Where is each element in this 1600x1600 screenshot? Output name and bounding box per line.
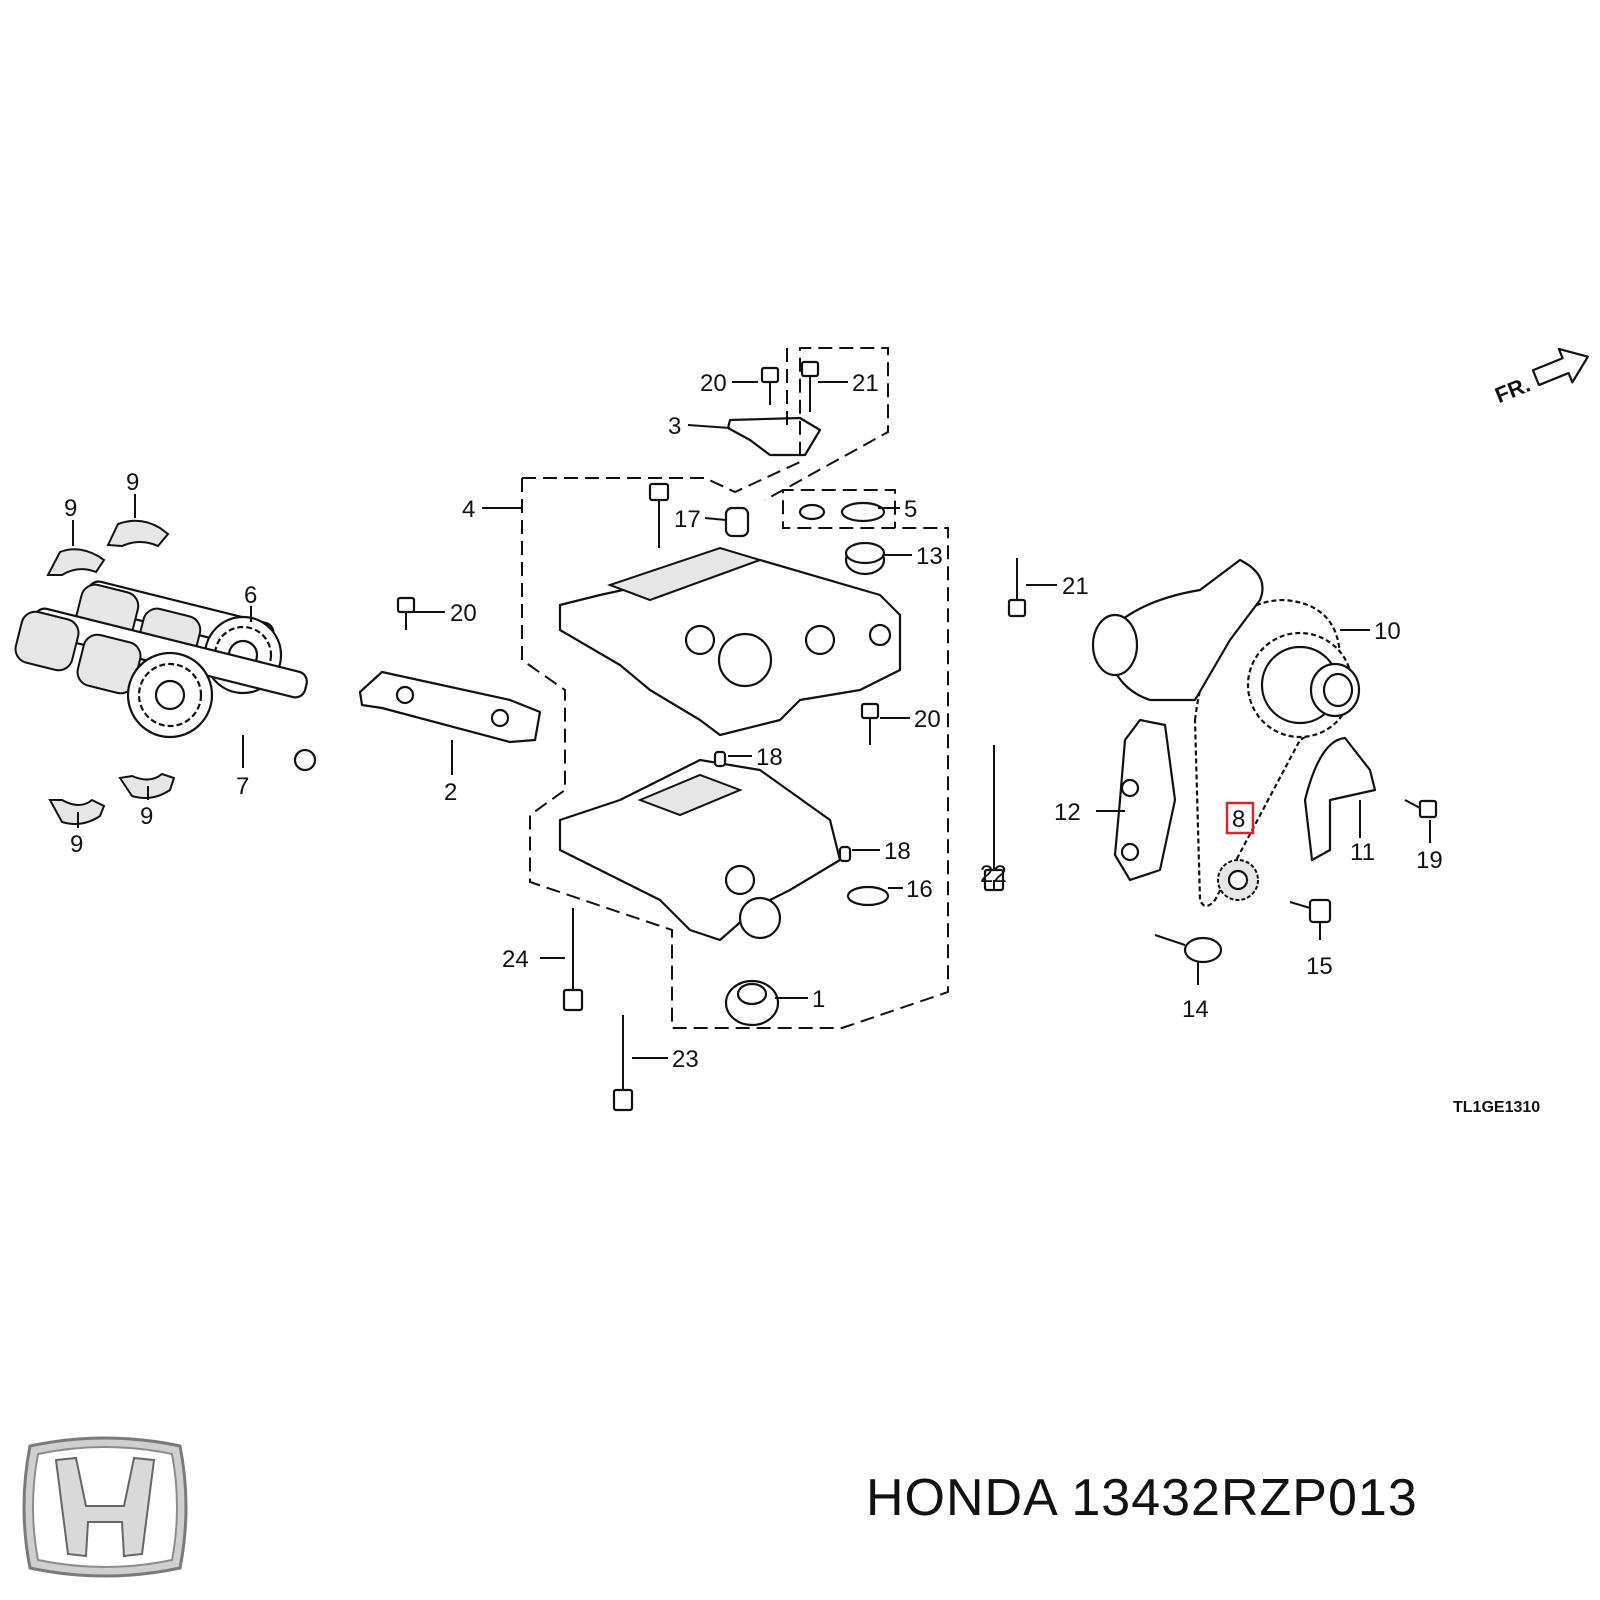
lower-housing <box>558 758 842 942</box>
callout-8-highlighted: 8 <box>1232 806 1245 833</box>
callout-20-plate: 20 <box>450 600 477 627</box>
chain-drive-group <box>1091 558 1438 964</box>
callout-10: 10 <box>1374 618 1401 645</box>
diagram-code: TL1GE1310 <box>1453 1099 1540 1116</box>
bolt-14 <box>1154 934 1223 964</box>
bearing-9-a <box>46 548 106 576</box>
bolt-upper-housing <box>648 482 670 548</box>
callout-20-mid: 20 <box>914 706 941 733</box>
part-8-highlight-box <box>1225 801 1255 835</box>
balancer-shaft-7 <box>14 607 317 772</box>
leader-lines <box>72 381 1431 1059</box>
bolt-21-right <box>1007 558 1027 618</box>
callout-18-lower: 18 <box>884 838 911 865</box>
bolt-20-top <box>760 366 780 405</box>
callout-14: 14 <box>1182 996 1209 1023</box>
brand-name: HONDA <box>866 1469 1056 1527</box>
callout-1: 1 <box>812 986 825 1013</box>
o-ring-5-b <box>840 501 886 523</box>
chain-tensioner-11 <box>1303 736 1377 862</box>
front-marker-label: FR. <box>1491 372 1533 408</box>
chain-guide-12 <box>1113 718 1177 882</box>
bolt-21-top <box>800 360 820 412</box>
bolt-23 <box>612 1015 634 1112</box>
callout-22: 22 <box>980 861 1007 888</box>
assembly-boundaries <box>521 347 949 1029</box>
bearing-9-c <box>48 798 106 825</box>
callout-16: 16 <box>906 876 933 903</box>
balancer-shafts-group <box>14 519 317 825</box>
crank-sprocket <box>1246 631 1361 739</box>
sprocket-8 <box>1217 859 1259 901</box>
part-caption: HONDA 13432RZP013 <box>866 1468 1418 1528</box>
callout-6: 6 <box>244 582 257 609</box>
callout-17: 17 <box>674 506 701 533</box>
pin-18-a <box>713 750 727 768</box>
callout-11: 11 <box>1350 839 1375 866</box>
callout-9-c: 9 <box>70 831 83 858</box>
callout-19: 19 <box>1416 847 1443 874</box>
bolt-15 <box>1289 898 1332 924</box>
callout-24: 24 <box>502 946 529 973</box>
bolts-group <box>396 360 1027 1112</box>
callout-labels: 20 21 3 4 5 17 13 21 20 10 20 18 12 18 1… <box>64 370 1443 1073</box>
front-arrow-icon <box>1531 347 1589 387</box>
callout-7: 7 <box>236 773 249 800</box>
bearing-9-b <box>106 519 170 548</box>
o-ring-5-a <box>798 503 826 521</box>
callout-9-a: 9 <box>64 495 77 522</box>
callout-23: 23 <box>672 1046 699 1073</box>
bolt-20-plate <box>396 596 416 630</box>
bolt-24 <box>562 908 584 1012</box>
callout-13: 13 <box>916 543 943 570</box>
callout-21-top: 21 <box>852 370 879 397</box>
dowel-17 <box>724 506 750 538</box>
seal-13 <box>844 541 886 576</box>
callout-21-right: 21 <box>1062 573 1089 600</box>
seal-16 <box>846 885 890 907</box>
pin-18-b <box>838 845 852 863</box>
honda-logo <box>22 1436 188 1578</box>
callout-2: 2 <box>444 779 457 806</box>
callout-5: 5 <box>904 496 917 523</box>
callout-9-d: 9 <box>140 803 153 830</box>
callout-18-upper: 18 <box>756 744 783 771</box>
part-number: 13432RZP013 <box>1071 1469 1418 1527</box>
bearing-9-d <box>118 772 176 799</box>
callout-4: 4 <box>462 496 475 523</box>
callout-12: 12 <box>1054 799 1081 826</box>
bracket-3 <box>726 416 822 457</box>
front-direction-marker: FR. <box>1491 347 1589 408</box>
strainer-1 <box>724 979 780 1027</box>
baffle-plate-2 <box>358 670 542 744</box>
callout-20-top: 20 <box>700 370 727 397</box>
callout-3: 3 <box>668 413 681 440</box>
callout-9-b: 9 <box>126 469 139 496</box>
callout-15: 15 <box>1306 953 1333 980</box>
balancer-housing-group <box>358 416 902 1027</box>
bolt-19 <box>1404 799 1438 819</box>
bolt-20-mid <box>860 702 880 745</box>
